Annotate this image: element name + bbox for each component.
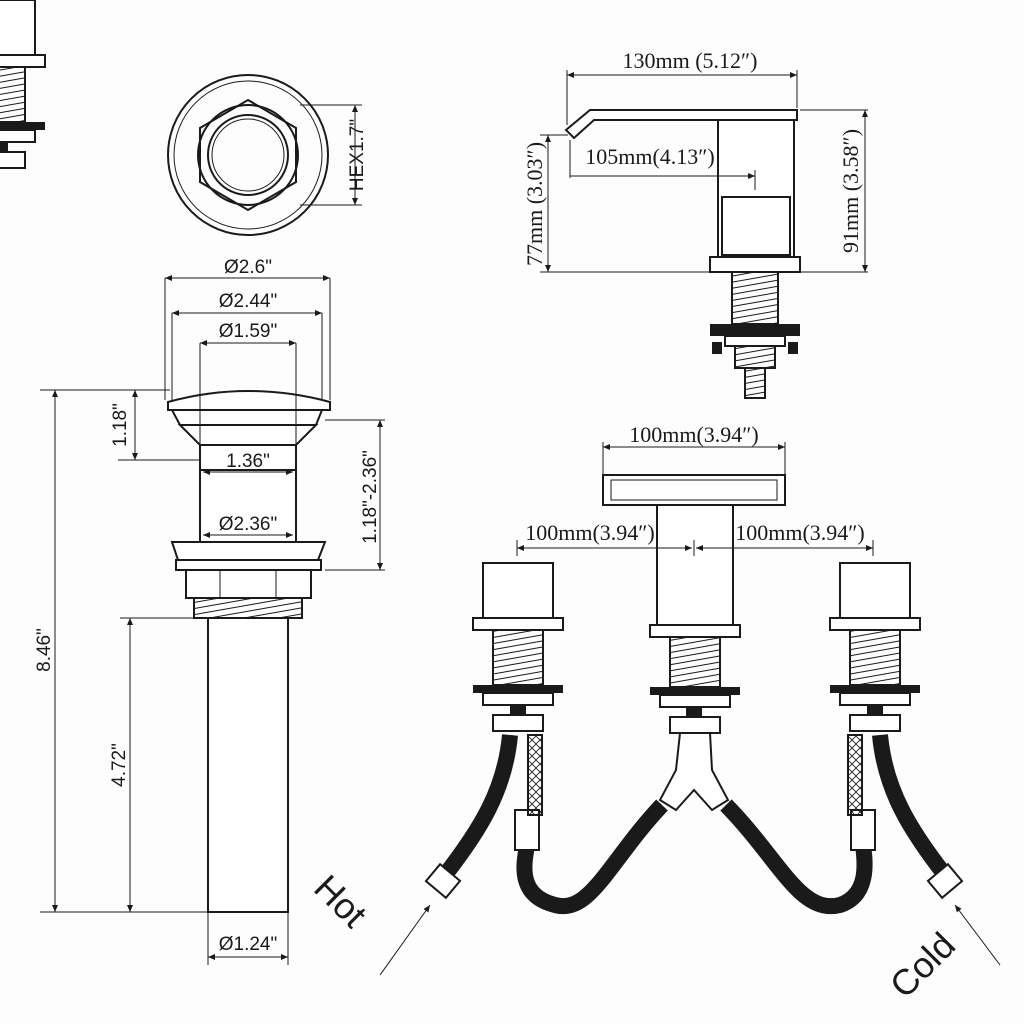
total-height-label: 8.46" [34,628,55,672]
cap-height-label: 1.18" [110,403,131,447]
outer-diameter-label: Ø2.6" [224,257,272,278]
spout-height-label: 77mm (3.03″) [522,142,547,266]
spout-width-label: 100mm(3.94″) [629,422,759,447]
left-spacing-label: 100mm(3.94″) [525,520,655,545]
cap-diameter-label: Ø2.44" [219,291,278,312]
faucet-front-view: 100mm(3.94″) 100mm(3.94″) 100mm(3.94″) [0,0,1001,1006]
reach-label: 105mm(4.13″) [585,144,715,169]
hex-size-label: HEX1.7" [347,119,368,191]
spout-length-label: 130mm (5.12″) [622,48,757,73]
adjust-range-label: 1.18"-2.36" [360,450,381,544]
neck-label: 1.36" [226,451,270,472]
hot-valve [472,562,564,732]
cold-valve [829,562,921,732]
drain-side-view: Ø2.6" Ø2.44" Ø1.59" 1.36" Ø2.36" 1.18" 1… [34,257,385,965]
hot-label: Hot [306,867,375,936]
body-diameter-label: Ø2.36" [219,514,278,535]
drain-top-view: HEX1.7" [167,74,368,236]
pipe-diameter-label: Ø1.24" [219,934,278,955]
cold-label: Cold [882,924,963,1005]
pipe-length-label: 4.72" [109,743,130,787]
total-height-side-label: 91mm (3.58″) [838,129,863,253]
faucet-side-view: 130mm (5.12″) 105mm(4.13″) 77mm (3.03″) … [522,48,868,399]
inner-diameter-label: Ø1.59" [219,321,278,342]
right-spacing-label: 100mm(3.94″) [735,520,865,545]
